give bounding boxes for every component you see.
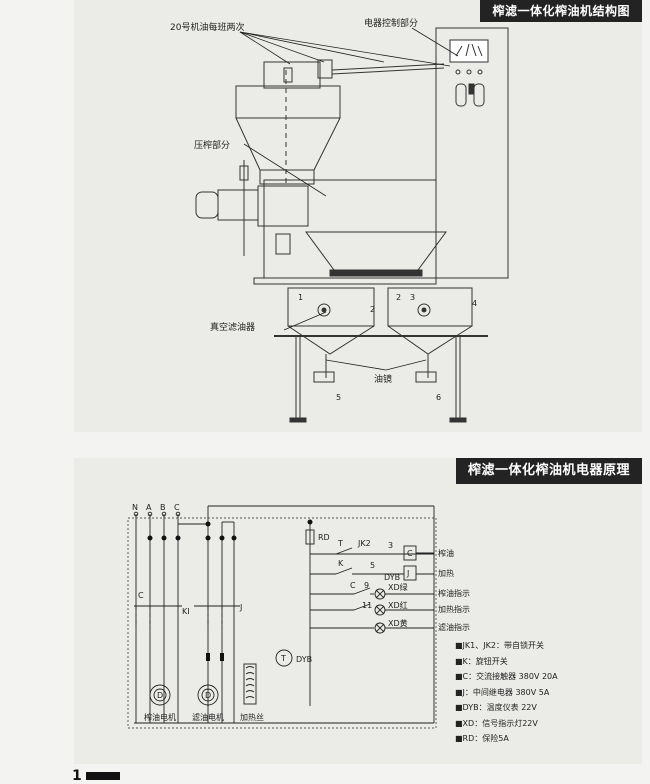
comp-3: 3 (388, 541, 393, 550)
motor2-symbol: D (205, 691, 211, 700)
comp-dyb-small: DYB (384, 573, 400, 582)
out-press-indicator: 榨油指示 (438, 588, 470, 598)
comp-k: K (338, 559, 344, 568)
label-oil-mirror: 油镜 (374, 373, 392, 385)
legend-item: ■K：旋钮开关 (455, 654, 558, 670)
structure-panel: 榨滤一体化榨油机结构图 (74, 0, 642, 432)
label-vacuum-filter: 真空滤油器 (210, 321, 255, 333)
cabinet-meter (450, 40, 488, 62)
motor-pulley (196, 192, 218, 218)
comp-rd: RD (318, 533, 330, 542)
press-body (264, 180, 436, 278)
heater-label: 加热丝 (240, 712, 264, 722)
page-tab (86, 772, 120, 780)
phase-b: B (160, 503, 166, 512)
num-2b: 2 (396, 293, 401, 302)
out-press: 榨油 (438, 548, 454, 558)
legend-item: ■XD：信号指示灯22V (455, 716, 558, 732)
phase-a: A (146, 503, 152, 512)
structure-drawing: 20号机油每班两次 电器控制部分 压榨部分 真空滤油器 油镜 1 2 2 3 4… (74, 0, 642, 432)
legend-item: ■J：中间继电器 380V 5A (455, 685, 558, 701)
comp-c-left: C (138, 591, 144, 600)
page-number: 1 (72, 768, 82, 784)
press-funnel (306, 232, 446, 270)
comp-9: 9 (364, 581, 369, 590)
xd-red: XD红 (388, 600, 408, 610)
phase-c: C (174, 503, 180, 512)
motor-filter-label: 滤油电机 (192, 712, 224, 722)
phase-n: N (132, 503, 138, 512)
box-j: J (406, 569, 409, 578)
motor-press-label: 榨油电机 (144, 712, 176, 722)
dyb-label: DYB (296, 655, 312, 664)
label-press: 压榨部分 (194, 139, 230, 151)
label-electrical: 电器控制部分 (364, 17, 418, 29)
circuit-panel: 榨滤一体化榨油机电器原理 (74, 458, 642, 764)
comp-j-left: J (239, 603, 242, 612)
comp-jk2: JK2 (357, 539, 371, 548)
out-filter-indicator: 滤油指示 (438, 622, 470, 632)
legend-item: ■JK1、JK2：带自锁开关 (455, 638, 558, 654)
t-circle-label: T (280, 654, 286, 663)
comp-t: T (337, 539, 343, 548)
num-2a: 2 (370, 305, 375, 314)
num-3: 3 (410, 293, 415, 302)
num-5: 5 (336, 393, 341, 402)
num-1: 1 (298, 293, 303, 302)
legend-item: ■DYB：温度仪表 22V (455, 700, 558, 716)
xd-green: XD绿 (388, 583, 408, 592)
out-heat-indicator: 加热指示 (438, 604, 470, 614)
legend-item: ■RD：保险5A (455, 731, 558, 747)
label-oil-cup: 20号机油每班两次 (170, 21, 244, 33)
hopper-cone (236, 118, 340, 170)
comp-5: 5 (370, 561, 375, 570)
comp-c-mid: C (350, 581, 356, 590)
hopper-cylinder (236, 86, 340, 118)
num-6: 6 (436, 393, 441, 402)
comp-ki: KI (182, 607, 190, 616)
num-4: 4 (472, 299, 477, 308)
xd-yellow: XD黄 (388, 618, 408, 628)
box-c: C (407, 549, 413, 558)
comp-11: 11 (362, 601, 372, 610)
legend-item: ■C：交流接触器 380V 20A (455, 669, 558, 685)
circuit-legend: ■JK1、JK2：带自锁开关 ■K：旋钮开关 ■C：交流接触器 380V 20A… (455, 638, 558, 747)
out-heat: 加热 (438, 568, 454, 578)
motor1-symbol: D (157, 691, 163, 700)
